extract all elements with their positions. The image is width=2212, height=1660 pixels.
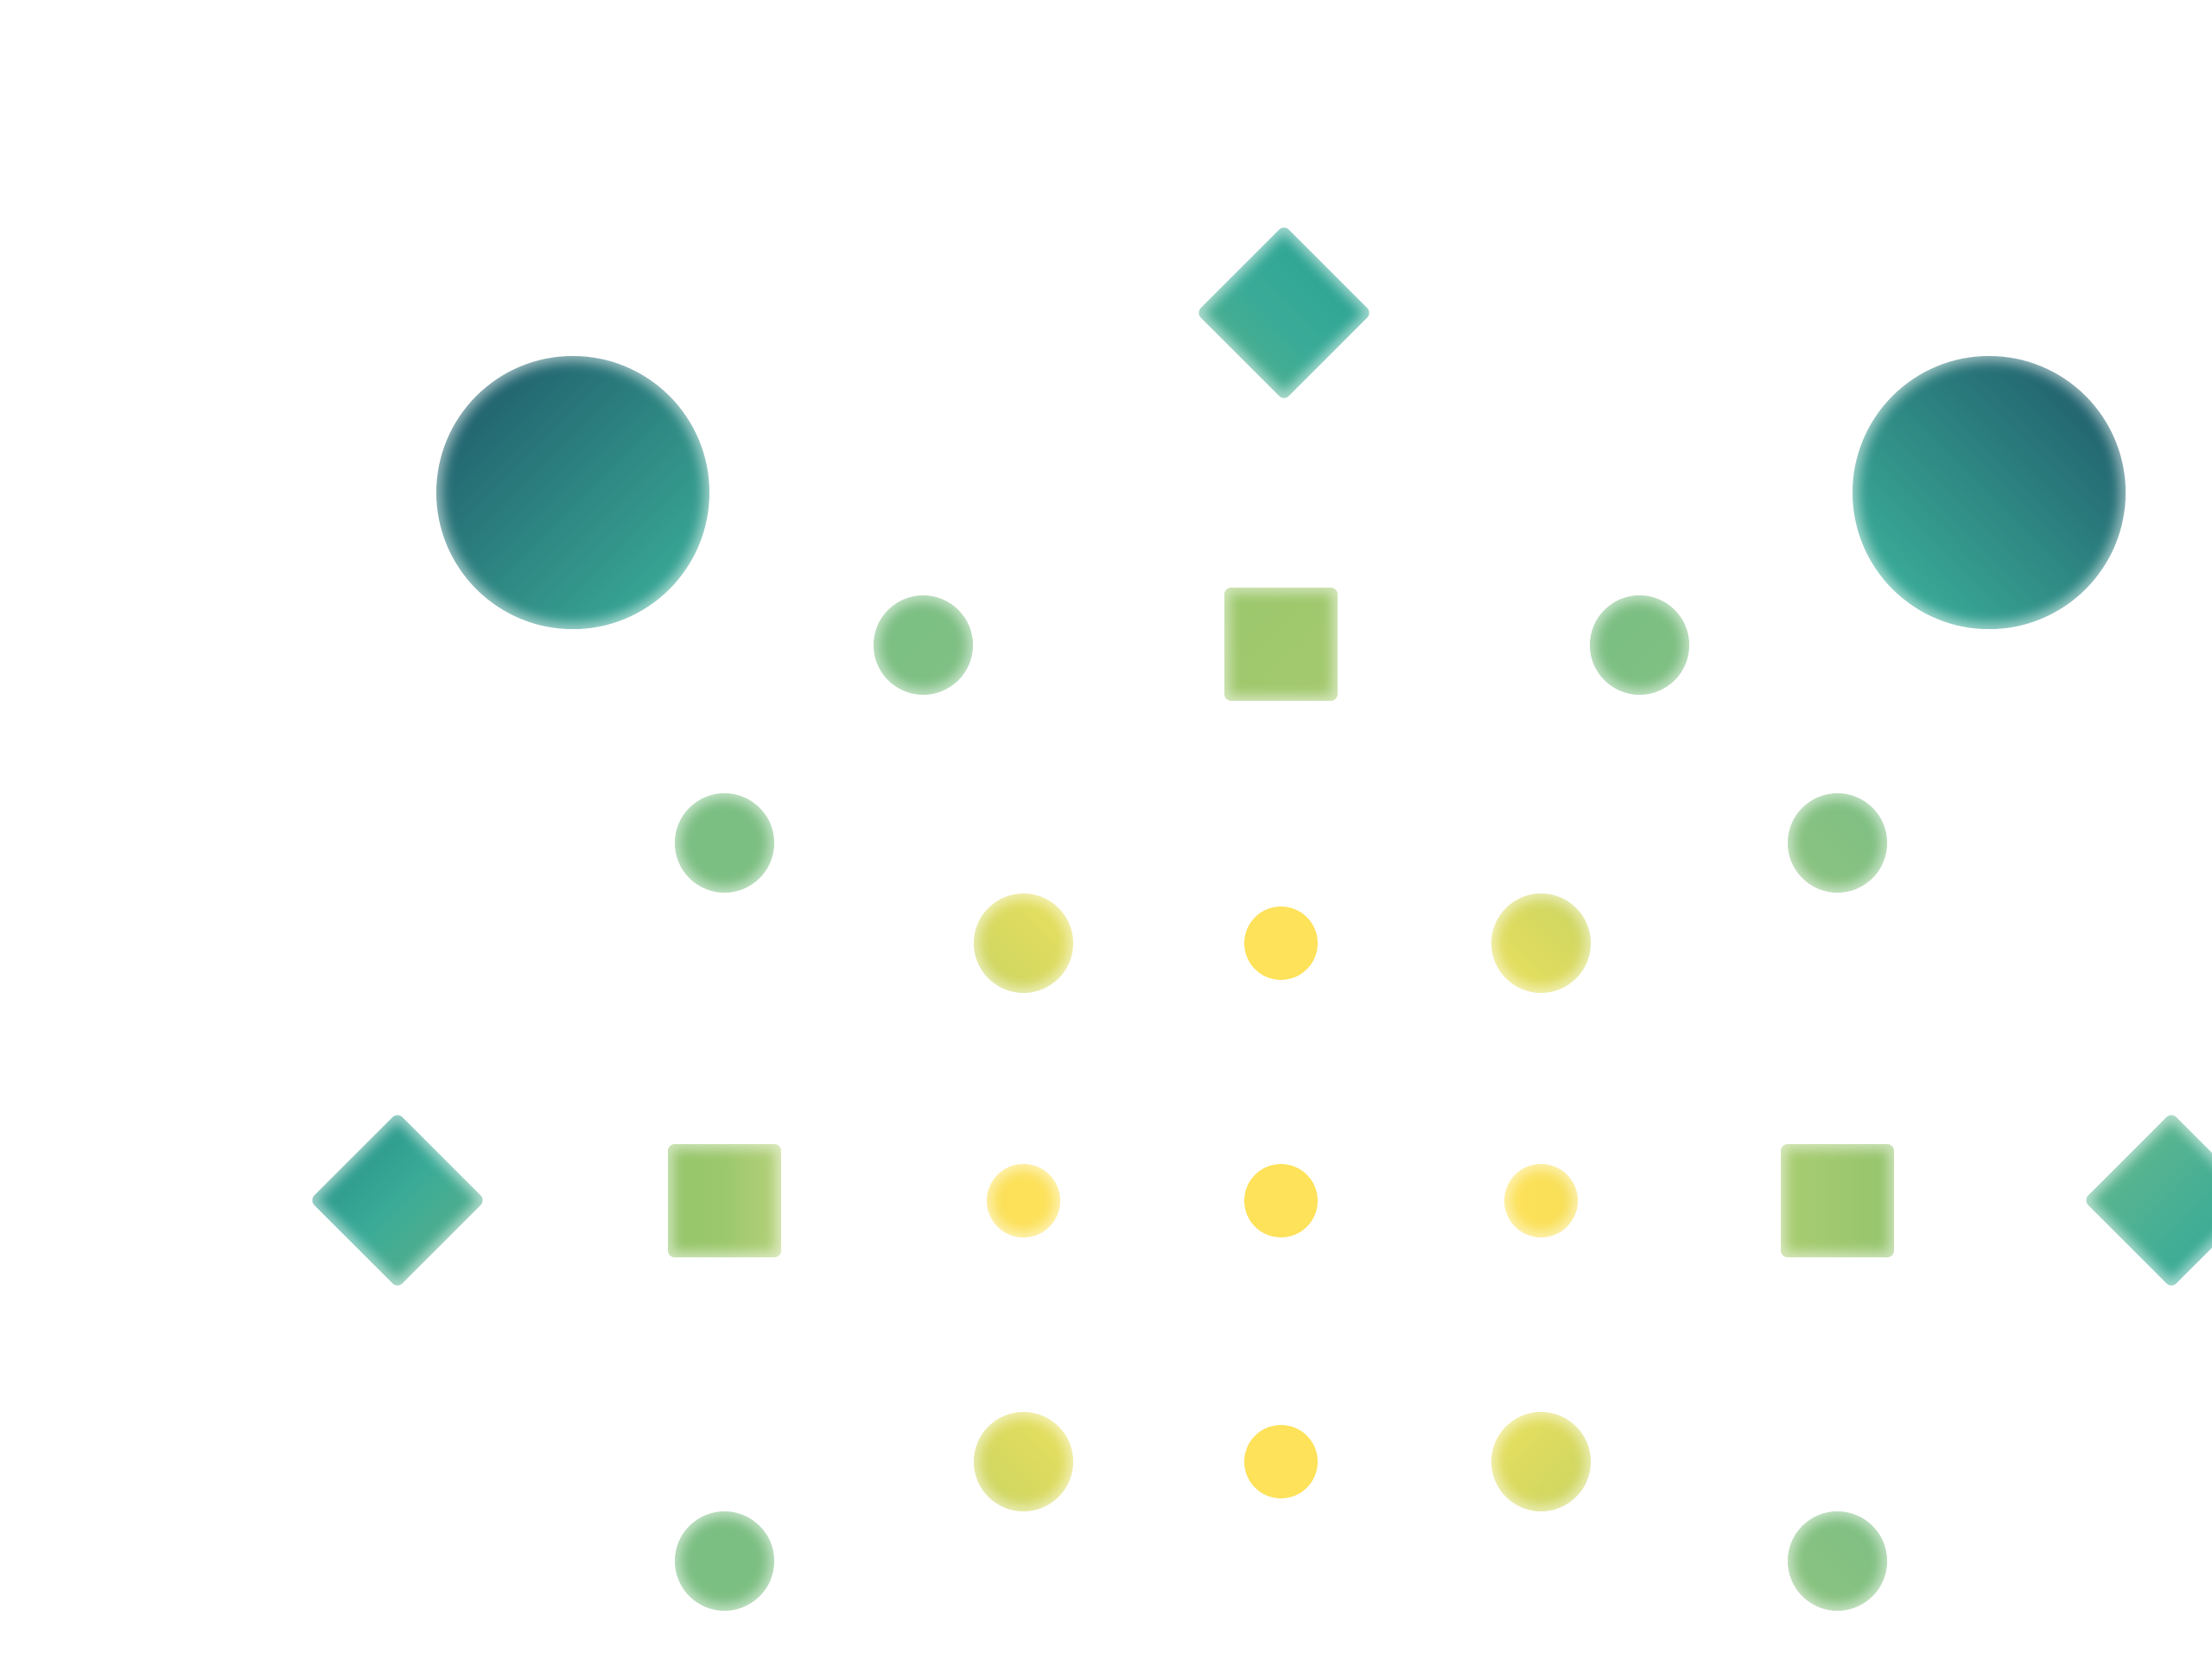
large-circle-left xyxy=(436,356,709,629)
circle-yellow xyxy=(986,1163,1060,1237)
square-left xyxy=(667,1143,781,1257)
square-right xyxy=(1780,1143,1894,1257)
circle-green xyxy=(1787,792,1887,893)
circle-olive xyxy=(973,1411,1073,1511)
diamond-left xyxy=(309,1112,486,1288)
circle-green xyxy=(1787,1511,1887,1611)
circle-olive xyxy=(1491,1411,1591,1511)
diamond-top xyxy=(1196,225,1372,401)
circle-yellow xyxy=(1243,1163,1318,1237)
circle-yellow xyxy=(1243,1424,1318,1498)
diamond-right xyxy=(2083,1112,2212,1288)
circle-olive xyxy=(973,893,1073,993)
circle-olive xyxy=(1491,893,1591,993)
circle-yellow xyxy=(1503,1163,1578,1237)
circle-yellow xyxy=(1243,906,1318,980)
circle-green xyxy=(873,595,973,695)
circle-green xyxy=(674,792,774,893)
circle-green xyxy=(1589,595,1689,695)
square-top xyxy=(1224,587,1338,701)
large-circle-right xyxy=(1853,356,2126,629)
circle-green xyxy=(674,1511,774,1611)
